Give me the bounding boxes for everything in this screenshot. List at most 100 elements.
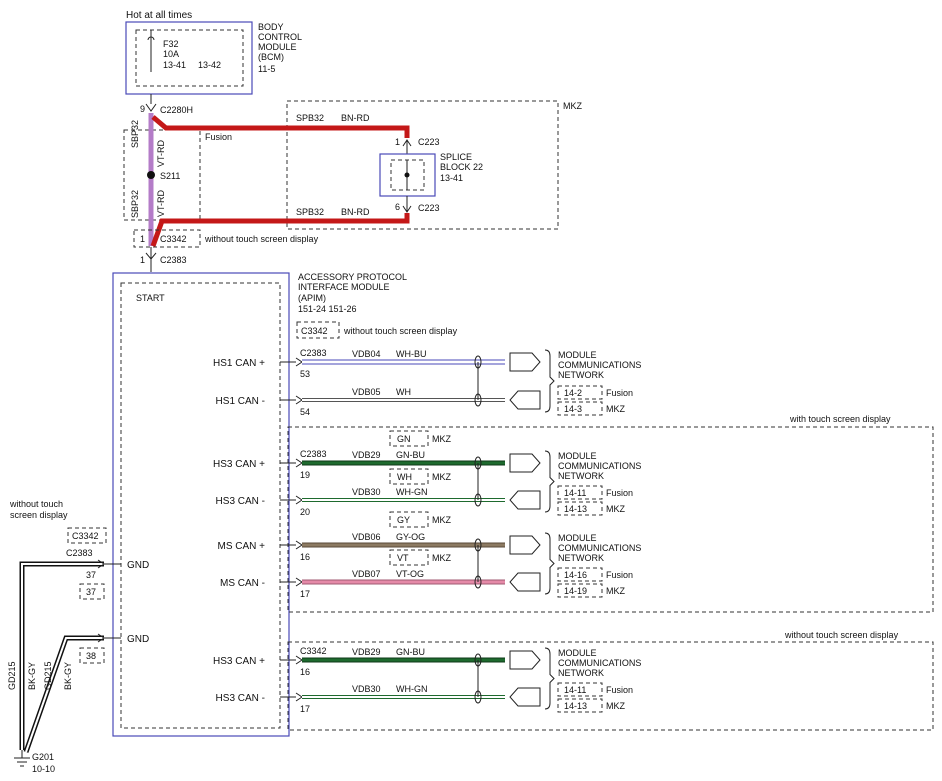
variant-gy-model: MKZ: [432, 515, 452, 525]
signal-circuit: VDB04: [352, 349, 381, 359]
apim-c3342-note: without touch screen display: [343, 326, 458, 336]
gd215-label-a: GD215: [7, 661, 17, 690]
connector-c3342-top: C3342: [160, 234, 187, 244]
connector-c2383-top: C2383: [160, 255, 187, 265]
network-note-2: MKZ: [606, 701, 626, 711]
variant-gy: GY MKZ: [389, 511, 452, 528]
ground-pin-37: 37: [86, 570, 96, 580]
signal-color: WH-GN: [396, 487, 428, 497]
bcm-name-line1: BODY: [258, 22, 284, 32]
ground-pin-37b: 37: [86, 587, 96, 597]
variant-gn-color: GN: [397, 434, 411, 444]
pin-6-c223: 6: [395, 202, 400, 212]
circuit-sbp32-upper: SBP32: [130, 120, 140, 148]
network-name-line2: COMMUNICATIONS: [558, 543, 641, 553]
signal-label: MS CAN -: [220, 578, 265, 589]
signal-connector: C2383: [300, 348, 327, 358]
color-bn-rd-top: BN-RD: [341, 113, 370, 123]
circuit-spb32-bottom: SPB32: [296, 207, 324, 217]
signal-connector: C2383: [300, 449, 327, 459]
network-note-1: Fusion: [606, 488, 633, 498]
bcm-name-line2: CONTROL: [258, 32, 302, 42]
network-name-line2: COMMUNICATIONS: [558, 461, 641, 471]
signal-pin: 16: [300, 552, 310, 562]
ground-g201: G201: [32, 752, 54, 762]
signal-label: HS1 CAN -: [216, 396, 265, 407]
circuit-spb32-top: SPB32: [296, 113, 324, 123]
network-name-line1: MODULE: [558, 533, 597, 543]
network-name-line3: NETWORK: [558, 668, 604, 678]
bcm-fuse-box: [135, 29, 244, 87]
signal-circuit: VDB29: [352, 450, 381, 460]
splice-block-line1: SPLICE: [440, 152, 472, 162]
signal-label: HS1 CAN +: [213, 358, 265, 369]
signal-circuit: VDB05: [352, 387, 381, 397]
pin-1-c223: 1: [395, 137, 400, 147]
brace-icon: [544, 647, 555, 710]
ground-c3342: C3342: [72, 531, 99, 541]
network-note-1: Fusion: [606, 388, 633, 398]
with-touch-region: [287, 426, 934, 613]
network-name-line2: COMMUNICATIONS: [558, 360, 641, 370]
mkz-label: MKZ: [563, 101, 583, 111]
connector-c2280h-symbol: [145, 103, 157, 112]
variant-vt: VT MKZ: [389, 549, 452, 566]
mkz-region: [286, 100, 559, 230]
apim-name-line3: (APIM): [298, 293, 326, 303]
red-wire-bottom: [150, 213, 410, 247]
signal-color: VT-OG: [396, 569, 424, 579]
ground-symbol-icon: [14, 750, 30, 767]
signal-pin: 16: [300, 667, 310, 677]
splice-block-ref: 13-41: [440, 173, 463, 183]
without-touch-region-label: without touch screen display: [784, 630, 899, 640]
twisted-pair-icon: [474, 538, 482, 589]
network-note-2: MKZ: [606, 504, 626, 514]
network-note-2: MKZ: [606, 586, 626, 596]
pin-arrow-icon: [295, 395, 303, 405]
signal-circuit: VDB29: [352, 647, 381, 657]
pin-1-c3342: 1: [140, 234, 145, 244]
variant-gy-color: GY: [397, 515, 410, 525]
bcm-name-line3: MODULE: [258, 42, 297, 52]
signal-color: WH: [396, 387, 411, 397]
connector-c223-top: C223: [418, 137, 440, 147]
bcm-fuse-rating: 10A: [163, 49, 179, 59]
color-bn-rd-bottom: BN-RD: [341, 207, 370, 217]
c3342-inline-box: [133, 229, 201, 248]
twisted-pair-icon: [474, 355, 482, 407]
signal-connector: C3342: [300, 646, 327, 656]
network-ref-1: 14-11: [564, 685, 586, 695]
apim-name-line1: ACCESSORY PROTOCOL: [298, 272, 407, 282]
signal-pin: 19: [300, 470, 310, 480]
splice-block-line2: BLOCK 22: [440, 162, 483, 172]
network-note-1: Fusion: [606, 685, 633, 695]
apim-start: START: [136, 293, 165, 303]
apim-name-line2: INTERFACE MODULE: [298, 282, 390, 292]
splice-s211: [147, 171, 155, 179]
signal-color: WH-GN: [396, 684, 428, 694]
signal-label: HS3 CAN +: [213, 656, 265, 667]
ground-c2383: C2383: [66, 548, 93, 558]
network-name-line2: COMMUNICATIONS: [558, 658, 641, 668]
ground-without-line1: without touch: [9, 499, 63, 509]
ground-g201-ref: 10-10: [32, 764, 55, 774]
twisted-pair-icon: [474, 456, 482, 507]
connector-icon: [509, 490, 541, 510]
signal-color: GN-BU: [396, 647, 425, 657]
bk-gy-label-b: BK-GY: [63, 662, 73, 690]
variant-vt-model: MKZ: [432, 553, 452, 563]
network-note-1: Fusion: [606, 570, 633, 580]
pin-arrow-icon: [295, 692, 303, 702]
signal-label: HS3 CAN +: [213, 459, 265, 470]
network-ref-1: 14-16: [564, 570, 587, 580]
signal-pin: 17: [300, 704, 310, 714]
pin-arrow-icon: [295, 540, 303, 550]
without-touch-note-top: without touch screen display: [204, 234, 319, 244]
